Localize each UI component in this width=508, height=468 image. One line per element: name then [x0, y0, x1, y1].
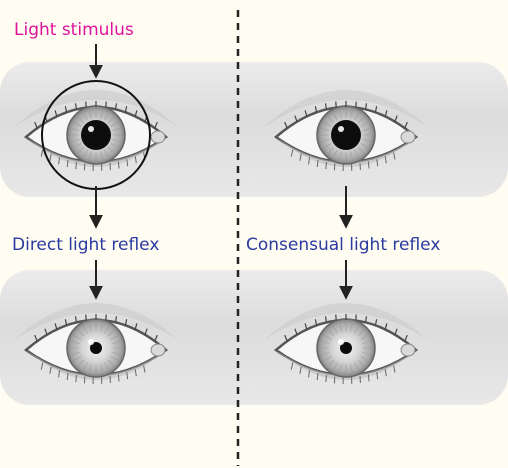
caruncle [401, 344, 415, 356]
upper-eyelash [76, 103, 77, 109]
caruncle [401, 131, 415, 143]
pupil [81, 120, 111, 150]
lower-eyelash [368, 374, 369, 381]
upper-eyelash [366, 103, 367, 109]
upper-eyelash [326, 316, 327, 322]
pupil-highlight [88, 339, 94, 345]
upper-eyelash [116, 316, 117, 322]
lower-eyelash [326, 375, 327, 382]
pupil [331, 120, 361, 150]
light-stimulus-label: Light stimulus [14, 20, 134, 40]
upper-eyelash [366, 316, 367, 322]
lower-eyelash [118, 161, 119, 168]
upper-eyelash [76, 316, 77, 322]
direct-light-reflex-label: Direct light reflex [12, 235, 159, 255]
lower-eyelash [368, 161, 369, 168]
consensual-light-reflex-label: Consensual light reflex [246, 235, 440, 255]
pupil-highlight [338, 126, 344, 132]
lower-eyelash [76, 375, 77, 382]
caruncle [151, 131, 165, 143]
pupil-highlight [88, 126, 94, 132]
lower-eyelash [76, 162, 77, 169]
upper-eyelash [116, 103, 117, 109]
caruncle [151, 344, 165, 356]
lower-eyelash [118, 374, 119, 381]
upper-eyelash [326, 103, 327, 109]
pupil-highlight [338, 339, 344, 345]
lower-eyelash [326, 162, 327, 169]
